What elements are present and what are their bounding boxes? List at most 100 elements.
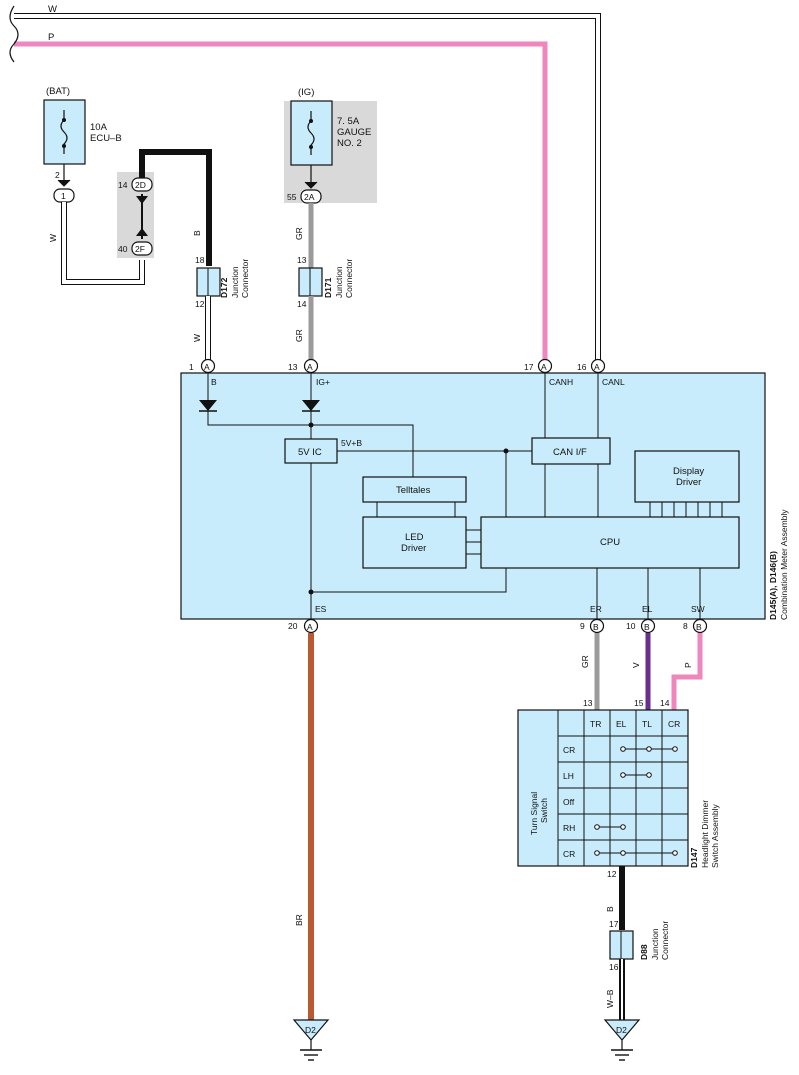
pin-40-label: 40 xyxy=(118,244,128,254)
switch-out-pin: 12 xyxy=(607,869,617,879)
d88-pin-out: 16 xyxy=(609,962,619,972)
display-bus-lines xyxy=(649,502,723,517)
fuse-ig-pin: 55 xyxy=(287,192,297,202)
svg-text:ES: ES xyxy=(315,604,327,614)
fuse-element-icon xyxy=(60,110,68,154)
fuse-bat-pin: 2 xyxy=(55,170,60,180)
svg-text:16: 16 xyxy=(577,362,587,372)
switch-col-el: EL xyxy=(616,719,627,729)
block-cpu xyxy=(480,516,740,569)
block-led-driver xyxy=(362,516,467,569)
d172-type1: Junction xyxy=(230,266,240,298)
d88-pin-in: 17 xyxy=(609,919,619,929)
top-w-label: W xyxy=(48,4,57,15)
svg-text:8: 8 xyxy=(683,621,688,631)
black-wire-b xyxy=(139,149,212,266)
d171-type1: Junction xyxy=(334,266,344,298)
svg-text:A: A xyxy=(541,362,547,372)
fuse-ig-name1: GAUGE xyxy=(337,127,371,138)
led-driver-label2: Driver xyxy=(401,543,426,554)
top-p-label: P xyxy=(48,32,54,43)
svg-text:D2: D2 xyxy=(305,1025,316,1035)
top-white-wire xyxy=(14,13,601,362)
fuse-bat-name: ECU–B xyxy=(90,133,122,144)
junction-dot xyxy=(308,422,314,428)
switch-row-off: Off xyxy=(563,797,575,807)
switch-row-cr2: CR xyxy=(563,849,575,859)
d172-type2: Connector xyxy=(240,259,250,298)
svg-text:A: A xyxy=(307,622,313,632)
d172-pin-in: 18 xyxy=(195,255,205,265)
meter-bottom-pin-el: EL 10 B xyxy=(626,604,656,634)
ig-wire-color: GR xyxy=(294,227,304,240)
svg-text:CANL: CANL xyxy=(602,377,625,387)
p-wire-sw xyxy=(671,633,703,710)
meter-top-pin-canh: 17 A CANH xyxy=(524,358,573,387)
conn-2f-label: 2F xyxy=(135,244,145,254)
svg-text:A: A xyxy=(594,362,600,372)
junction-dot xyxy=(308,589,314,595)
pin-14-label: 14 xyxy=(118,180,128,190)
top-pink-wire xyxy=(14,41,548,362)
conn-2a-label: 2A xyxy=(304,192,315,202)
block-can-if xyxy=(531,437,611,465)
d88-type2: Connector xyxy=(660,921,670,960)
d88-wire-color: W–B xyxy=(605,989,615,1008)
svg-text:CANH: CANH xyxy=(549,377,573,387)
meter-id: D145(A), D146(B) xyxy=(768,551,778,620)
switch-pin-14: 14 xyxy=(660,698,670,708)
svg-text:20: 20 xyxy=(288,621,298,631)
turn-signal-label1: Turn Signal xyxy=(529,792,539,835)
ground-d2-right: D2 xyxy=(603,1019,641,1061)
switch-grid xyxy=(557,710,688,866)
block-display-driver xyxy=(634,450,740,503)
es-wire-color: BR xyxy=(294,914,304,926)
meter-bottom-pin-er: ER 9 B xyxy=(580,604,605,634)
svg-text:10: 10 xyxy=(626,621,636,631)
block-can-if-label: CAN I/F xyxy=(553,447,587,458)
switch-out-wire-color: B xyxy=(605,906,615,912)
arrow-up-icon xyxy=(136,196,148,204)
meter-top-pin-b: 1 A B xyxy=(189,358,217,387)
fuse-bat-rating: 10A xyxy=(90,122,108,133)
block-telltales xyxy=(362,476,467,503)
svg-text:13: 13 xyxy=(288,362,298,372)
d88-id: D88 xyxy=(639,944,649,960)
svg-text:B: B xyxy=(644,622,650,632)
switch-name1: Headlight Dimmer xyxy=(700,800,710,868)
bat-source-label: (BAT) xyxy=(46,86,70,97)
d171-wire-out-color: GR xyxy=(294,329,304,342)
d171-pin-out: 14 xyxy=(297,299,307,309)
svg-text:EL: EL xyxy=(642,604,653,614)
svg-text:ER: ER xyxy=(590,604,602,614)
bat-wire-color: W xyxy=(48,234,58,242)
meter-bottom-pin-sw: SW 8 B xyxy=(683,604,708,634)
display-driver-label1: Display xyxy=(673,466,704,477)
switch-row-lh: LH xyxy=(563,771,574,781)
arrow-down-icon xyxy=(136,228,148,236)
ground-d2-left: D2 xyxy=(292,1019,330,1061)
ig-source-label: (IG) xyxy=(298,87,314,98)
conn-2d-label: 2D xyxy=(135,180,146,190)
switch-pin-13: 13 xyxy=(583,698,593,708)
d172-id: D172 xyxy=(219,277,229,298)
diode-b-icon xyxy=(199,400,217,412)
meter-bottom-pin-es: ES 20 A xyxy=(288,604,327,634)
w-wire-bat-to-jb xyxy=(61,202,145,285)
svg-text:B: B xyxy=(593,622,599,632)
sw-wire-color: P xyxy=(683,662,693,668)
connector-2f xyxy=(131,241,153,256)
meter-name: Combination Meter Assembly xyxy=(779,509,789,620)
d171-id: D171 xyxy=(323,277,333,298)
d171-type2: Connector xyxy=(344,259,354,298)
d172-wire-out-color: W xyxy=(192,334,202,342)
switch-col-tr: TR xyxy=(590,719,601,729)
switch-col-tl: TL xyxy=(642,719,652,729)
svg-text:A: A xyxy=(204,362,210,372)
fuse-ig-name2: NO. 2 xyxy=(337,138,362,149)
d171-pin-in: 13 xyxy=(297,255,307,265)
el-wire-color: V xyxy=(631,662,641,668)
led-driver-label1: LED xyxy=(405,532,424,543)
svg-text:SW: SW xyxy=(691,604,705,614)
